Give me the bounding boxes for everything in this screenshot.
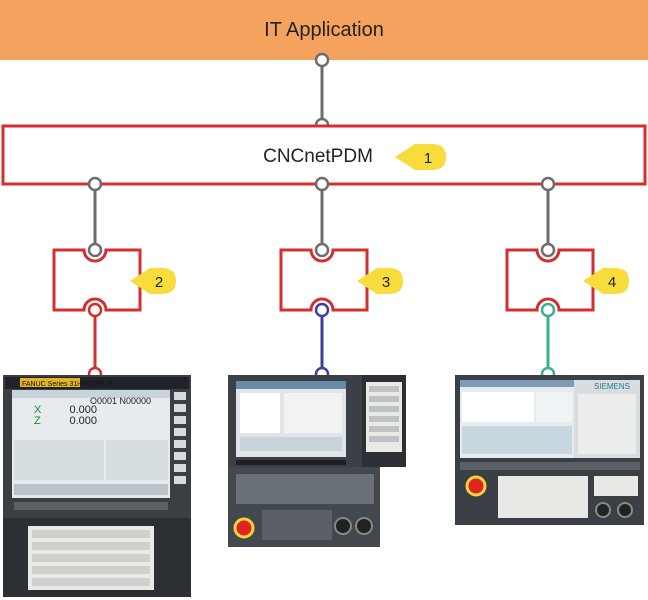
cncnetpdm-title: CNCnetPDM (263, 146, 373, 167)
adapter-box-3 (505, 242, 595, 312)
fanuc-axis-x: X (34, 404, 42, 416)
it-application-title: IT Application (264, 19, 384, 41)
fanuc-brand-label: FANUC Series 31i-MODEL B (22, 381, 113, 388)
adapter-box-2 (279, 242, 369, 312)
it-application-bar (0, 0, 648, 60)
fanuc-value-z: 0.000 (69, 415, 97, 427)
badge-2: 2 (130, 268, 176, 294)
link-controller-1 (87, 302, 103, 382)
link-adapter-1 (87, 176, 103, 250)
generic-controller-image (228, 375, 406, 547)
fanuc-controller-image: FANUC Series 31i-MODEL B O0001 N00000 X … (3, 375, 191, 597)
siemens-brand-label: SIEMENS (594, 382, 630, 391)
siemens-controller-image: SIEMENS (455, 375, 644, 525)
fanuc-axis-z: Z (34, 415, 41, 427)
badge-2-label: 2 (155, 274, 163, 291)
link-controller-2 (314, 302, 330, 382)
link-adapter-3 (540, 176, 556, 250)
badge-3-label: 3 (382, 274, 390, 291)
connector-node (314, 52, 330, 68)
fanuc-value-x: 0.000 (69, 404, 97, 416)
badge-4: 4 (583, 268, 629, 294)
link-controller-3 (540, 302, 556, 382)
badge-3: 3 (357, 268, 403, 294)
link-adapter-2 (314, 176, 330, 250)
fanuc-program-label: O0001 N00000 (90, 396, 151, 406)
badge-1-label: 1 (424, 150, 432, 167)
badge-1: 1 (395, 144, 446, 170)
adapter-box-1 (52, 242, 142, 312)
badge-4-label: 4 (608, 274, 616, 291)
